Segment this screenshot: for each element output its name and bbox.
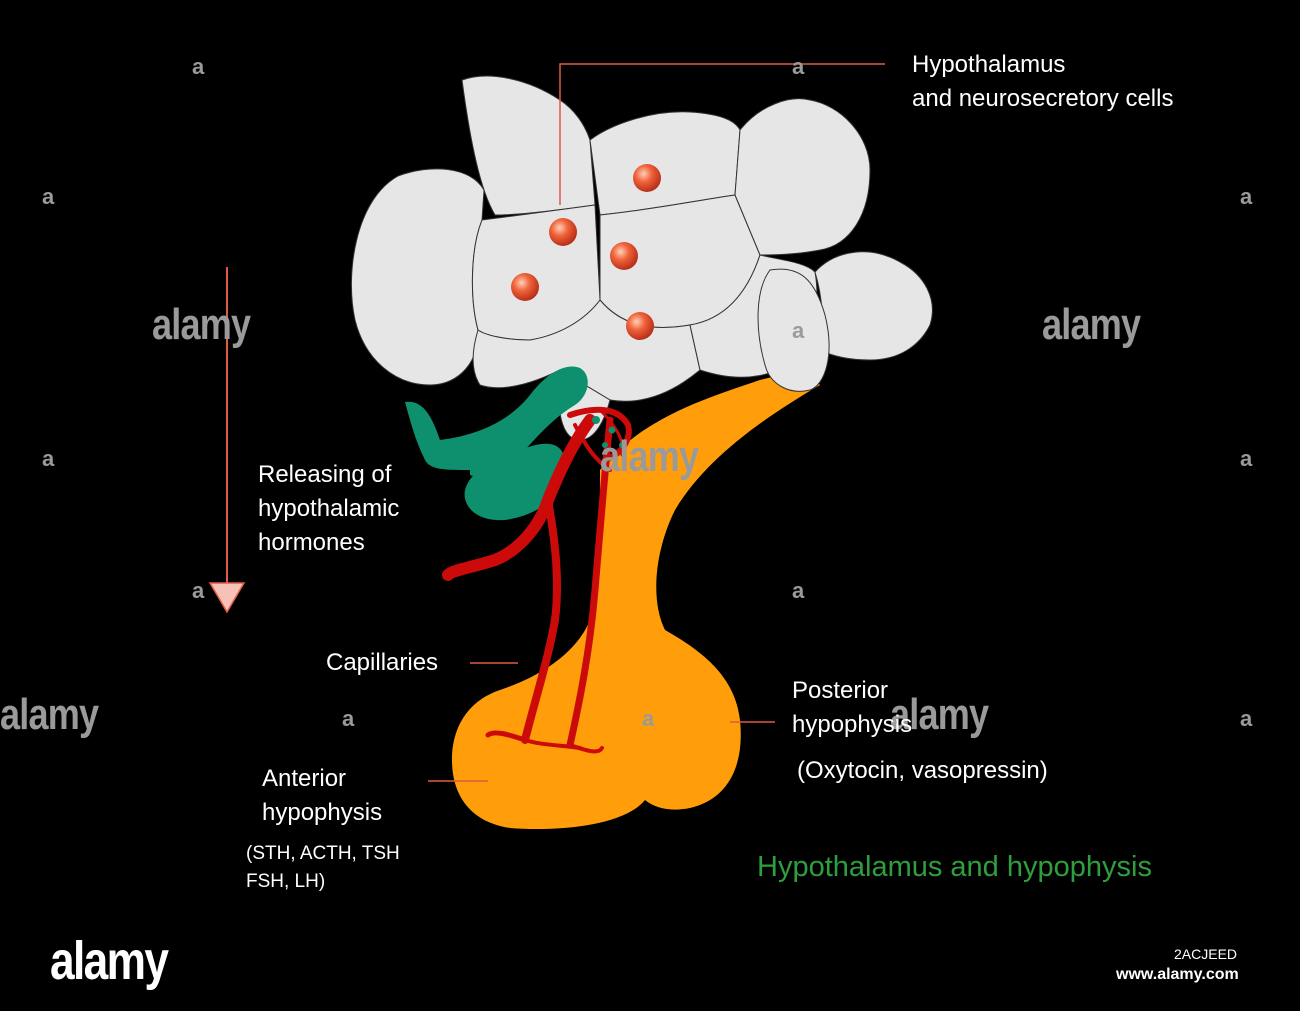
anterior-label-line1: Anterior (262, 765, 347, 792)
neuron-cell (626, 312, 654, 340)
watermark-word: alamy (152, 300, 251, 349)
alamy-logo: alamy (50, 931, 169, 991)
neuron-cell (610, 242, 638, 270)
releasing-label: Releasing of hypothalamic hormones (258, 458, 399, 560)
watermark-letter: a (792, 318, 805, 343)
watermark-letter: a (342, 706, 355, 731)
releasing-label-line3: hormones (258, 529, 365, 556)
watermark-letter: a (642, 706, 655, 731)
posterior-label-line2: hypophysis (792, 711, 913, 738)
hypothalamus-brain (350, 75, 933, 441)
posterior-label-line1: Posterior (792, 677, 889, 704)
watermark-word: alamy (1042, 300, 1141, 349)
watermark-letter: a (792, 54, 805, 79)
anterior-hormones-line2: FSH, LH) (246, 871, 326, 892)
stock-url: www.alamy.com (1116, 966, 1239, 983)
diagram-title: Hypothalamus and hypophysis (757, 851, 1152, 883)
hypothalamus-label-line2: and neurosecretory cells (912, 85, 1174, 112)
neuron-cell (511, 273, 539, 301)
neuron-cell (549, 218, 577, 246)
watermark-letter: a (42, 184, 55, 209)
watermark-letter: a (1240, 446, 1253, 471)
anterior-hormones: (STH, ACTH, TSH FSH, LH) (246, 840, 400, 896)
watermark-word: alamy (890, 690, 989, 739)
capillary-nodes (592, 416, 625, 448)
posterior-label: Posterior hypophysis (792, 674, 912, 742)
anterior-hormones-line1: (STH, ACTH, TSH (246, 843, 400, 864)
watermark-letter: a (42, 446, 55, 471)
watermark-letter: a (1240, 706, 1253, 731)
releasing-label-line2: hypothalamic (258, 495, 400, 522)
watermark-letter: a (1240, 184, 1253, 209)
watermark-letter: a (192, 54, 205, 79)
posterior-hormones: (Oxytocin, vasopressin) (797, 757, 1048, 784)
watermark-letter: a (192, 578, 205, 603)
hypothalamus-label: Hypothalamus and neurosecretory cells (912, 48, 1173, 116)
anterior-tract (405, 366, 588, 521)
capillaries-network (442, 406, 632, 754)
release-arrow (208, 267, 246, 614)
hypothalamus-leader (559, 63, 885, 205)
releasing-label-line1: Releasing of (258, 461, 392, 488)
leader-lines (428, 63, 885, 782)
anterior-label: Anterior hypophysis (262, 762, 382, 830)
watermark-letter: a (792, 578, 805, 603)
capillaries-label: Capillaries (326, 649, 439, 676)
watermark-word: alamy (600, 432, 699, 481)
anterior-label-line2: hypophysis (262, 799, 383, 826)
hypothalamus-label-line1: Hypothalamus (912, 51, 1066, 78)
posterior-hypophysis (452, 374, 820, 830)
image-id: 2ACJEED (1174, 946, 1238, 962)
neurosecretory-cells (511, 164, 661, 340)
watermark-word: alamy (0, 690, 99, 739)
neuron-cell (633, 164, 661, 192)
